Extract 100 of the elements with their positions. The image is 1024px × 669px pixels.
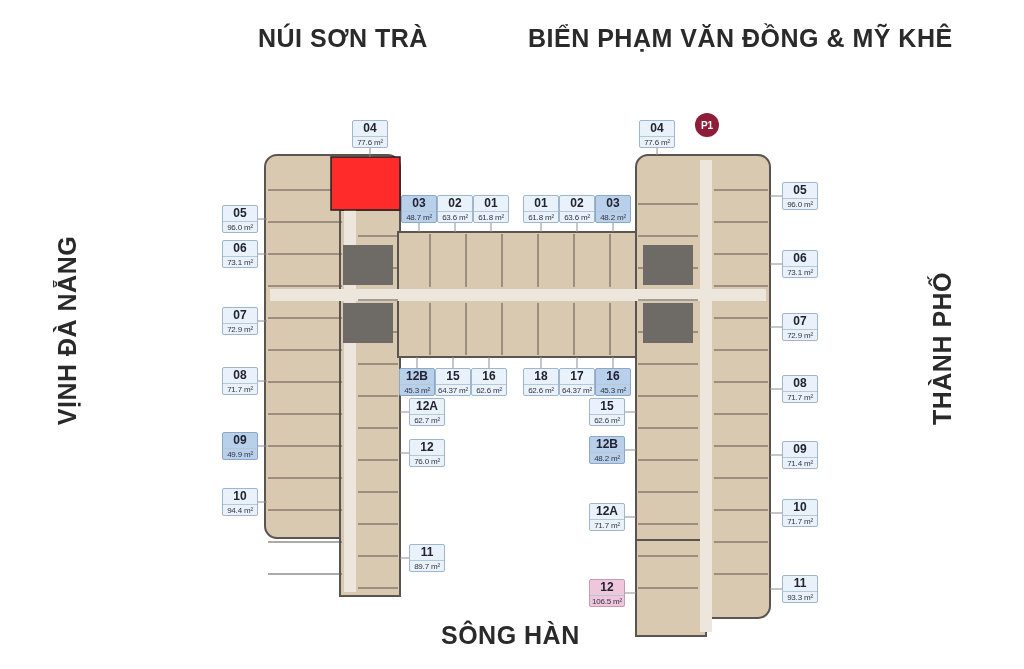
unit-tag bbox=[559, 195, 595, 223]
unit-tag bbox=[595, 195, 631, 223]
unit-number: 10 bbox=[793, 500, 807, 515]
leader-line bbox=[656, 147, 658, 156]
leader-line bbox=[769, 588, 783, 590]
direction-label: NÚI SƠN TRÀ bbox=[258, 24, 428, 53]
unit-tag bbox=[409, 439, 445, 467]
unit-area: 62.6 m² bbox=[590, 414, 624, 426]
leader-line bbox=[488, 356, 490, 369]
unit-number: 12B bbox=[406, 369, 428, 384]
unit-area: 64.37 m² bbox=[436, 384, 470, 396]
leader-line bbox=[624, 449, 637, 451]
direction-label: SÔNG HÀN bbox=[441, 621, 580, 650]
unit-area: 45.3 m² bbox=[400, 384, 434, 396]
unit-area: 96.0 m² bbox=[783, 198, 817, 210]
unit-number: 04 bbox=[363, 121, 377, 136]
unit-area: 48.2 m² bbox=[590, 452, 624, 464]
leader-line bbox=[612, 356, 614, 369]
leader-line bbox=[257, 320, 268, 322]
leader-line bbox=[540, 356, 542, 369]
unit-tag bbox=[437, 195, 473, 223]
unit-tag bbox=[782, 182, 818, 210]
leader-line bbox=[399, 411, 410, 413]
unit-number: 12 bbox=[600, 580, 614, 595]
unit-number: 17 bbox=[570, 369, 584, 384]
unit-area: 48.7 m² bbox=[402, 211, 436, 223]
unit-number: 02 bbox=[570, 196, 584, 211]
unit-tag bbox=[782, 313, 818, 341]
unit-tag bbox=[222, 488, 258, 516]
unit-area: 77.6 m² bbox=[353, 136, 387, 148]
unit-area: 72.9 m² bbox=[223, 323, 257, 335]
leader-line bbox=[769, 454, 783, 456]
unit-number: 10 bbox=[233, 489, 247, 504]
unit-number: 12B bbox=[596, 437, 618, 452]
leader-line bbox=[257, 380, 268, 382]
unit-area: 89.7 m² bbox=[410, 560, 444, 572]
unit-tag bbox=[523, 368, 559, 396]
leader-line bbox=[624, 516, 637, 518]
unit-tag bbox=[399, 368, 435, 396]
unit-area: 71.7 m² bbox=[590, 519, 624, 531]
unit-number: 12 bbox=[420, 440, 434, 455]
leader-line bbox=[576, 356, 578, 369]
leader-line bbox=[257, 218, 268, 220]
unit-tag bbox=[782, 250, 818, 278]
unit-number: 04 bbox=[650, 121, 664, 136]
unit-number: 09 bbox=[233, 433, 247, 448]
unit-number: 11 bbox=[420, 545, 434, 560]
leader-line bbox=[257, 253, 268, 255]
unit-area: 63.6 m² bbox=[438, 211, 472, 223]
unit-tag bbox=[222, 432, 258, 460]
unit-tag bbox=[782, 575, 818, 603]
unit-area: 106.5 m² bbox=[590, 595, 624, 607]
unit-tag bbox=[523, 195, 559, 223]
unit-tag bbox=[352, 120, 388, 148]
unit-number: 16 bbox=[482, 369, 496, 384]
unit-tag bbox=[782, 441, 818, 469]
unit-number: 07 bbox=[233, 308, 247, 323]
unit-number: 08 bbox=[233, 368, 247, 383]
unit-area: 93.3 m² bbox=[783, 591, 817, 603]
unit-tag bbox=[782, 375, 818, 403]
unit-area: 62.7 m² bbox=[410, 414, 444, 426]
unit-area: 48.2 m² bbox=[596, 211, 630, 223]
unit-number: 08 bbox=[793, 376, 807, 391]
unit-number: 12A bbox=[416, 399, 438, 414]
unit-number: 11 bbox=[793, 576, 807, 591]
unit-tag bbox=[435, 368, 471, 396]
leader-line bbox=[769, 326, 783, 328]
unit-area: 71.7 m² bbox=[783, 515, 817, 527]
unit-tag bbox=[471, 368, 507, 396]
direction-label: VỊNH ĐÀ NẴNG bbox=[52, 235, 82, 425]
unit-tag bbox=[222, 240, 258, 268]
unit-tag bbox=[473, 195, 509, 223]
unit-area: 94.4 m² bbox=[223, 504, 257, 516]
unit-area: 49.9 m² bbox=[223, 448, 257, 460]
leader-line bbox=[769, 512, 783, 514]
unit-number: 12A bbox=[596, 504, 618, 519]
unit-area: 73.1 m² bbox=[223, 256, 257, 268]
unit-tag bbox=[589, 398, 625, 426]
unit-area: 64.37 m² bbox=[560, 384, 594, 396]
leader-line bbox=[399, 557, 410, 559]
unit-area: 61.8 m² bbox=[524, 211, 558, 223]
leader-line bbox=[257, 445, 268, 447]
unit-tag bbox=[639, 120, 675, 148]
unit-tag bbox=[409, 398, 445, 426]
unit-tag bbox=[409, 544, 445, 572]
unit-area: 77.6 m² bbox=[640, 136, 674, 148]
unit-number: 05 bbox=[793, 183, 807, 198]
direction-label: BIỂN PHẠM VĂN ĐỒNG & MỸ KHÊ bbox=[528, 24, 953, 53]
direction-label: THÀNH PHỐ bbox=[927, 271, 957, 425]
unit-tag bbox=[782, 499, 818, 527]
unit-number: 01 bbox=[484, 196, 498, 211]
leader-line bbox=[769, 263, 783, 265]
leader-line bbox=[490, 222, 492, 233]
unit-area: 63.6 m² bbox=[560, 211, 594, 223]
unit-number: 01 bbox=[534, 196, 548, 211]
leader-line bbox=[769, 195, 783, 197]
unit-number: 03 bbox=[412, 196, 426, 211]
unit-area: 96.0 m² bbox=[223, 221, 257, 233]
highlighted-unit bbox=[330, 156, 401, 211]
unit-tag bbox=[401, 195, 437, 223]
